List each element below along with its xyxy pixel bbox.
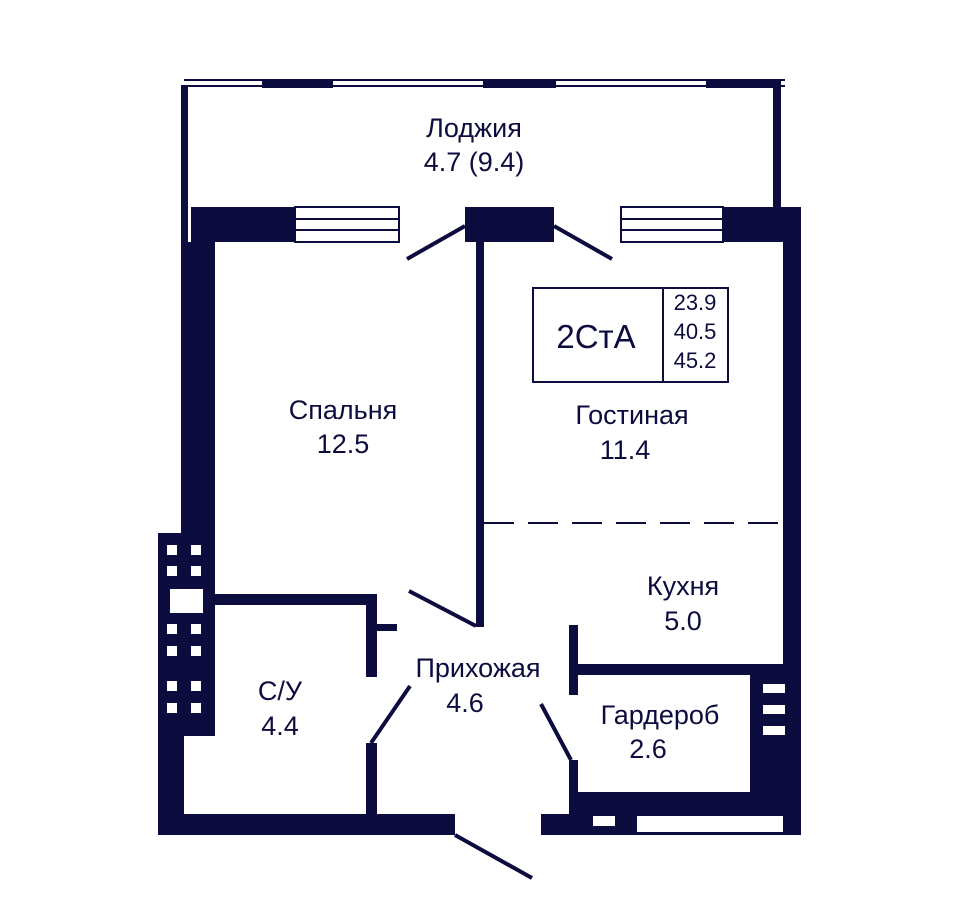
badge-total-area-with-loggia: 45.2 xyxy=(674,348,717,373)
door-leaf-bedroom xyxy=(408,589,477,628)
room-name: Лоджия xyxy=(426,113,522,143)
apartment-badge: 2СтА 23.9 40.5 45.2 xyxy=(532,287,729,383)
bathroom-top-wall xyxy=(215,594,377,605)
left-wall xyxy=(181,242,215,538)
vent-shaft-left xyxy=(158,533,215,736)
room-name: Гостиная xyxy=(575,400,688,430)
door-leaf-bathroom xyxy=(369,684,412,745)
badge-living-area: 23.9 xyxy=(674,290,717,315)
room-name: Гардероб xyxy=(601,700,720,730)
entrance-door-leaf xyxy=(454,833,533,880)
room-area: 4.6 xyxy=(446,688,484,718)
room-loggia: Лоджия 4.7 (9.4) xyxy=(424,113,525,177)
door-leaf-wardrobe xyxy=(539,703,573,761)
room-bedroom: Спальня 12.5 xyxy=(289,395,398,459)
window-bedroom xyxy=(294,206,400,243)
room-kitchen: Кухня 5.0 xyxy=(647,571,719,636)
wardrobe-left-wall xyxy=(569,760,578,816)
room-area: 4.4 xyxy=(261,711,299,741)
partition-bedroom-living xyxy=(476,242,484,627)
wardrobe-top-wall xyxy=(578,664,783,675)
room-area: 11.4 xyxy=(600,435,651,465)
badge-type: 2СтА xyxy=(556,318,635,355)
room-wardrobe: Гардероб 2.6 xyxy=(601,700,720,764)
bathroom-right-wall xyxy=(366,594,377,677)
bottom-wall xyxy=(158,792,801,835)
room-name: Прихожая xyxy=(415,653,540,683)
room-area: 2.6 xyxy=(629,734,667,764)
window-living xyxy=(620,206,724,243)
door-leaf-living-balcony xyxy=(553,224,613,261)
room-bathroom: С/У 4.4 xyxy=(258,676,303,741)
kitchen-wall-stub xyxy=(569,625,578,695)
badge-total-area: 40.5 xyxy=(674,319,717,344)
bathroom-right-wall-lower xyxy=(366,743,377,816)
door-leaf-bedroom-balcony xyxy=(406,224,466,261)
room-area: 4.7 (9.4) xyxy=(424,147,525,177)
room-area: 5.0 xyxy=(664,606,702,636)
room-name: Кухня xyxy=(647,571,719,601)
room-living: Гостиная 11.4 xyxy=(575,400,688,465)
vent-shaft-right xyxy=(750,672,801,795)
room-name: С/У xyxy=(258,676,303,706)
room-area: 12.5 xyxy=(317,429,370,459)
room-hallway: Прихожая 4.6 xyxy=(415,653,540,718)
loggia-walls xyxy=(181,79,785,242)
room-name: Спальня xyxy=(289,395,398,425)
